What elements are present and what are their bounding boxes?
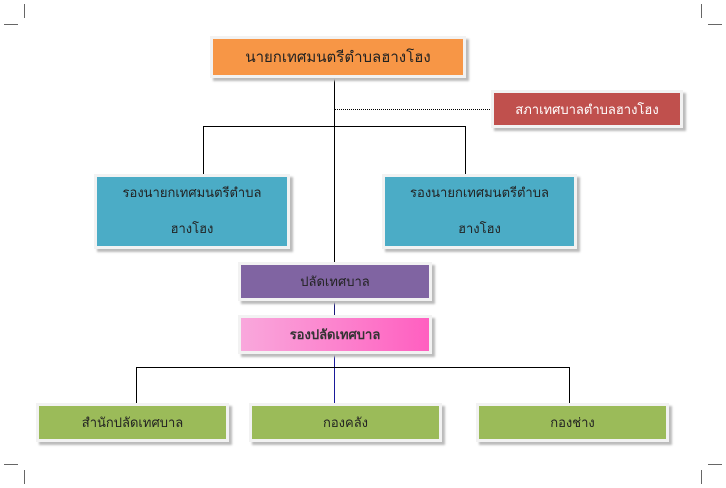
deputy-clerk-label: รองปลัดเทศบาล (289, 328, 381, 343)
dotted-connector (335, 109, 492, 110)
crop-mark (4, 464, 18, 465)
connector (334, 352, 335, 404)
deputy-clerk-box: รองปลัดเทศบาล (238, 315, 432, 354)
deputy-mayor-label: ฮางโฮง (458, 221, 501, 237)
department-label: กองช่าง (550, 416, 595, 431)
deputy-mayor-label: ฮางโฮง (170, 221, 214, 237)
crop-mark (708, 24, 722, 25)
crop-mark (24, 4, 25, 18)
mayor-box: นายกเทศมนตรีตำบลฮางโฮง (210, 36, 466, 78)
clerk-box: ปลัดเทศบาล (238, 262, 432, 301)
connector (203, 126, 466, 127)
department-label: กองคลัง (322, 416, 369, 431)
connector (334, 299, 335, 316)
connector (136, 367, 570, 368)
deputy-mayor-box-left: รองนายกเทศมนตรีตำบล ฮางโฮง (94, 174, 290, 249)
deputy-mayor-box-right: รองนายกเทศมนตรีตำบล ฮางโฮง (382, 174, 577, 249)
crop-mark (4, 24, 18, 25)
crop-mark (24, 470, 25, 484)
clerk-label: ปลัดเทศบาล (300, 275, 370, 290)
department-box: กองช่าง (476, 403, 669, 442)
connector (334, 77, 335, 263)
department-label: สำนักปลัดเทศบาล (81, 416, 184, 431)
department-box: กองคลัง (249, 403, 442, 442)
crop-mark (701, 470, 702, 484)
connector (136, 367, 137, 404)
deputy-mayor-label: รองนายกเทศมนตรีตำบล (410, 185, 549, 201)
council-label: สภาเทศบาลตำบลฮางโฮง (515, 102, 659, 118)
connector (465, 126, 466, 175)
mayor-label: นายกเทศมนตรีตำบลฮางโฮง (245, 48, 431, 66)
crop-mark (701, 4, 702, 18)
deputy-mayor-label: รองนายกเทศมนตรีตำบล (122, 185, 262, 201)
department-box: สำนักปลัดเทศบาล (36, 403, 229, 442)
council-box: สภาเทศบาลตำบลฮางโฮง (491, 90, 683, 128)
crop-mark (708, 464, 722, 465)
connector (203, 126, 204, 175)
connector (569, 367, 570, 404)
